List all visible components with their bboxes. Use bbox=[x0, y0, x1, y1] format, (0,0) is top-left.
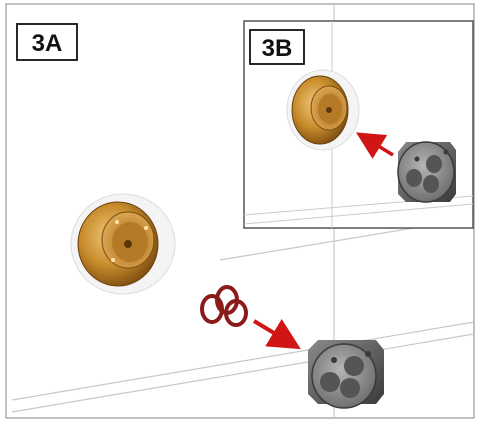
brass-fitting-large bbox=[70, 193, 176, 295]
arrow-insert-b bbox=[356, 132, 394, 159]
panel-a-label: 3A bbox=[16, 23, 78, 61]
svg-text:3A: 3A bbox=[32, 30, 63, 57]
arrow-insert-a bbox=[252, 318, 301, 350]
cartridge-small bbox=[397, 141, 456, 203]
panel-b-label: 3B bbox=[249, 29, 305, 65]
brass-fitting-small bbox=[286, 69, 360, 151]
svg-text:3B: 3B bbox=[262, 35, 293, 62]
o-ring-set bbox=[200, 285, 248, 327]
cartridge-large bbox=[308, 340, 384, 409]
